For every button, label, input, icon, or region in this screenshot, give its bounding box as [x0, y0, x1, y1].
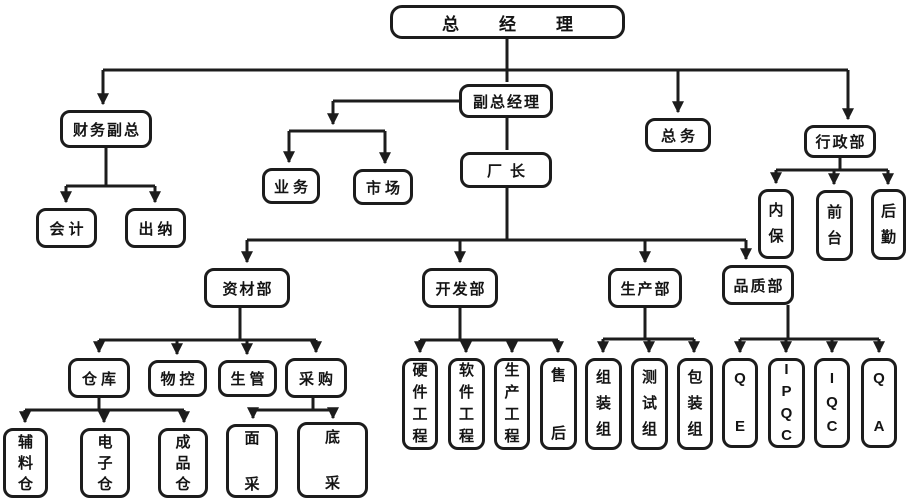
node-business: 业务 [262, 168, 320, 204]
node-testing-team: 测 试 组 [631, 358, 668, 450]
node-production-engineering: 生 产 工 程 [494, 358, 530, 450]
node-production-dept: 生产部 [608, 268, 682, 308]
node-front-desk: 前 台 [816, 190, 853, 261]
node-bottom-purchasing: 底 采 [297, 422, 368, 498]
node-ipqc: I P Q C [768, 358, 805, 448]
node-electronic-warehouse: 电 子 仓 [80, 428, 130, 498]
node-purchasing: 采购 [285, 358, 347, 398]
node-general-affairs: 总务 [645, 118, 711, 152]
node-admin-dept: 行政部 [804, 125, 876, 158]
node-packaging-team: 包 装 组 [677, 358, 713, 450]
node-assembly-team: 组 装 组 [585, 358, 622, 450]
node-software-engineering: 软 件 工 程 [448, 358, 485, 450]
node-cashier: 出纳 [125, 208, 186, 248]
node-marketing: 市场 [353, 169, 413, 205]
node-surface-purchasing: 面 采 [226, 424, 278, 498]
node-internal-security: 内 保 [758, 189, 794, 259]
node-auxiliary-material-warehouse: 辅 料 仓 [3, 428, 48, 498]
node-after-sales: 售 后 [540, 358, 577, 450]
node-warehouse: 仓库 [68, 358, 130, 398]
node-general-manager: 总经理 [390, 5, 625, 39]
connectors [19, 38, 894, 424]
node-quality-dept: 品质部 [722, 265, 794, 305]
node-accounting: 会计 [36, 208, 97, 248]
node-logistics: 后 勤 [871, 189, 906, 260]
node-factory-director: 厂长 [460, 152, 552, 188]
node-iqc: I Q C [814, 358, 850, 448]
node-materials-dept: 资材部 [204, 268, 290, 308]
node-finance-vp: 财务副总 [60, 110, 152, 148]
node-deputy-general-manager: 副总经理 [459, 84, 553, 118]
node-hardware-engineering: 硬 件 工 程 [402, 358, 438, 450]
node-qe: Q E [722, 358, 758, 448]
node-material-control: 物控 [148, 360, 207, 397]
node-finished-goods-warehouse: 成 品 仓 [158, 428, 208, 498]
node-production-management: 生管 [218, 360, 277, 397]
node-qa: Q A [861, 358, 897, 448]
node-development-dept: 开发部 [422, 268, 498, 308]
